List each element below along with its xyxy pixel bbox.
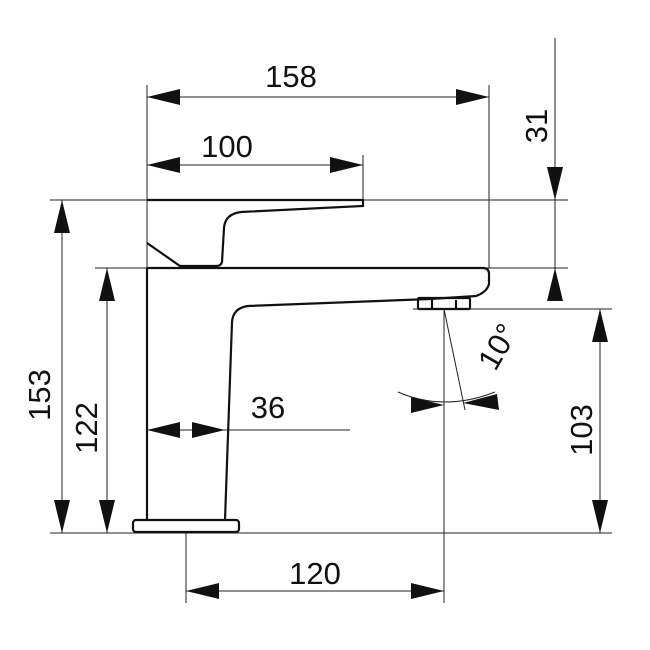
dimension-lever-length: 100 xyxy=(147,129,363,173)
dimension-body-width: 36 xyxy=(147,390,285,438)
base-plate xyxy=(131,518,241,534)
dimension-total-height: 153 xyxy=(22,200,70,533)
dim-label-158: 158 xyxy=(265,59,317,94)
dim-label-122: 122 xyxy=(69,402,104,454)
dim-label-103: 103 xyxy=(564,404,599,456)
dimension-spout-height: 122 xyxy=(69,268,115,533)
spout-body xyxy=(147,266,491,521)
aerator xyxy=(416,296,472,311)
dim-label-36: 36 xyxy=(251,390,285,425)
dimension-outlet-height: 103 xyxy=(564,309,608,533)
dim-label-100: 100 xyxy=(201,129,253,164)
dim-label-31: 31 xyxy=(519,109,554,143)
dimension-overall-length: 158 xyxy=(147,59,489,105)
dimension-spout-angle: 10° xyxy=(397,318,525,413)
lever-handle xyxy=(146,198,365,268)
dimension-lever-height: 31 xyxy=(519,109,563,301)
dim-label-153: 153 xyxy=(22,369,57,421)
dim-label-10-degrees: 10° xyxy=(471,318,525,376)
dim-label-120: 120 xyxy=(289,556,341,591)
dimension-projection: 120 xyxy=(186,556,444,599)
faucet-body xyxy=(131,198,491,534)
